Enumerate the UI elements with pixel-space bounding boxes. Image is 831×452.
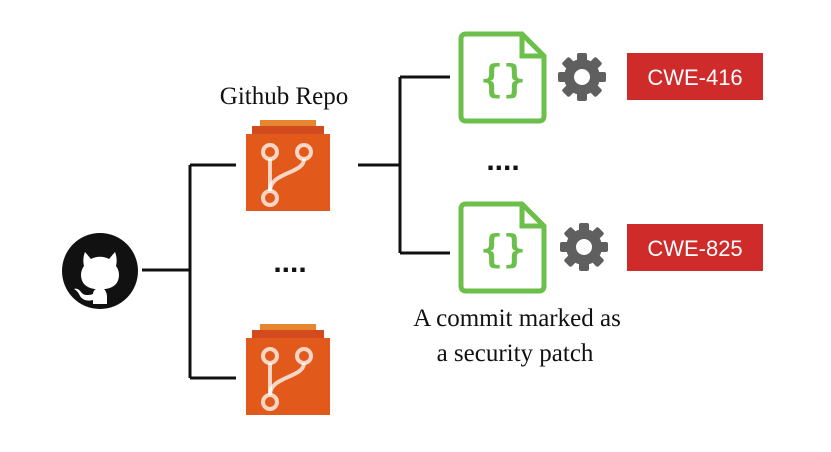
- repo-label: Github Repo: [220, 83, 348, 110]
- cwe-badge: CWE-416: [627, 53, 763, 100]
- github-icon: [62, 233, 138, 309]
- commit-caption-line1: A commit marked as: [413, 305, 621, 332]
- git-branch-icon: [246, 120, 330, 211]
- gear-icon: [558, 53, 606, 101]
- commit-ellipsis: ....: [486, 144, 519, 177]
- code-braces: {}: [480, 227, 526, 271]
- commit-caption-line2: a security patch: [437, 340, 594, 367]
- code-file-icon: {}: [458, 201, 547, 294]
- commit-item: {} CWE-416: [458, 31, 763, 124]
- git-branch-icon: [246, 324, 330, 415]
- connector-lines: [142, 75, 450, 380]
- code-braces: {}: [480, 57, 526, 101]
- repo-ellipsis: ....: [273, 246, 306, 279]
- code-file-icon: {}: [458, 31, 547, 124]
- cwe-label: CWE-825: [647, 236, 742, 261]
- gear-icon: [560, 223, 608, 271]
- commit-item: {} CWE-825: [458, 201, 763, 294]
- cwe-label: CWE-416: [647, 65, 742, 90]
- cwe-badge: CWE-825: [627, 224, 763, 271]
